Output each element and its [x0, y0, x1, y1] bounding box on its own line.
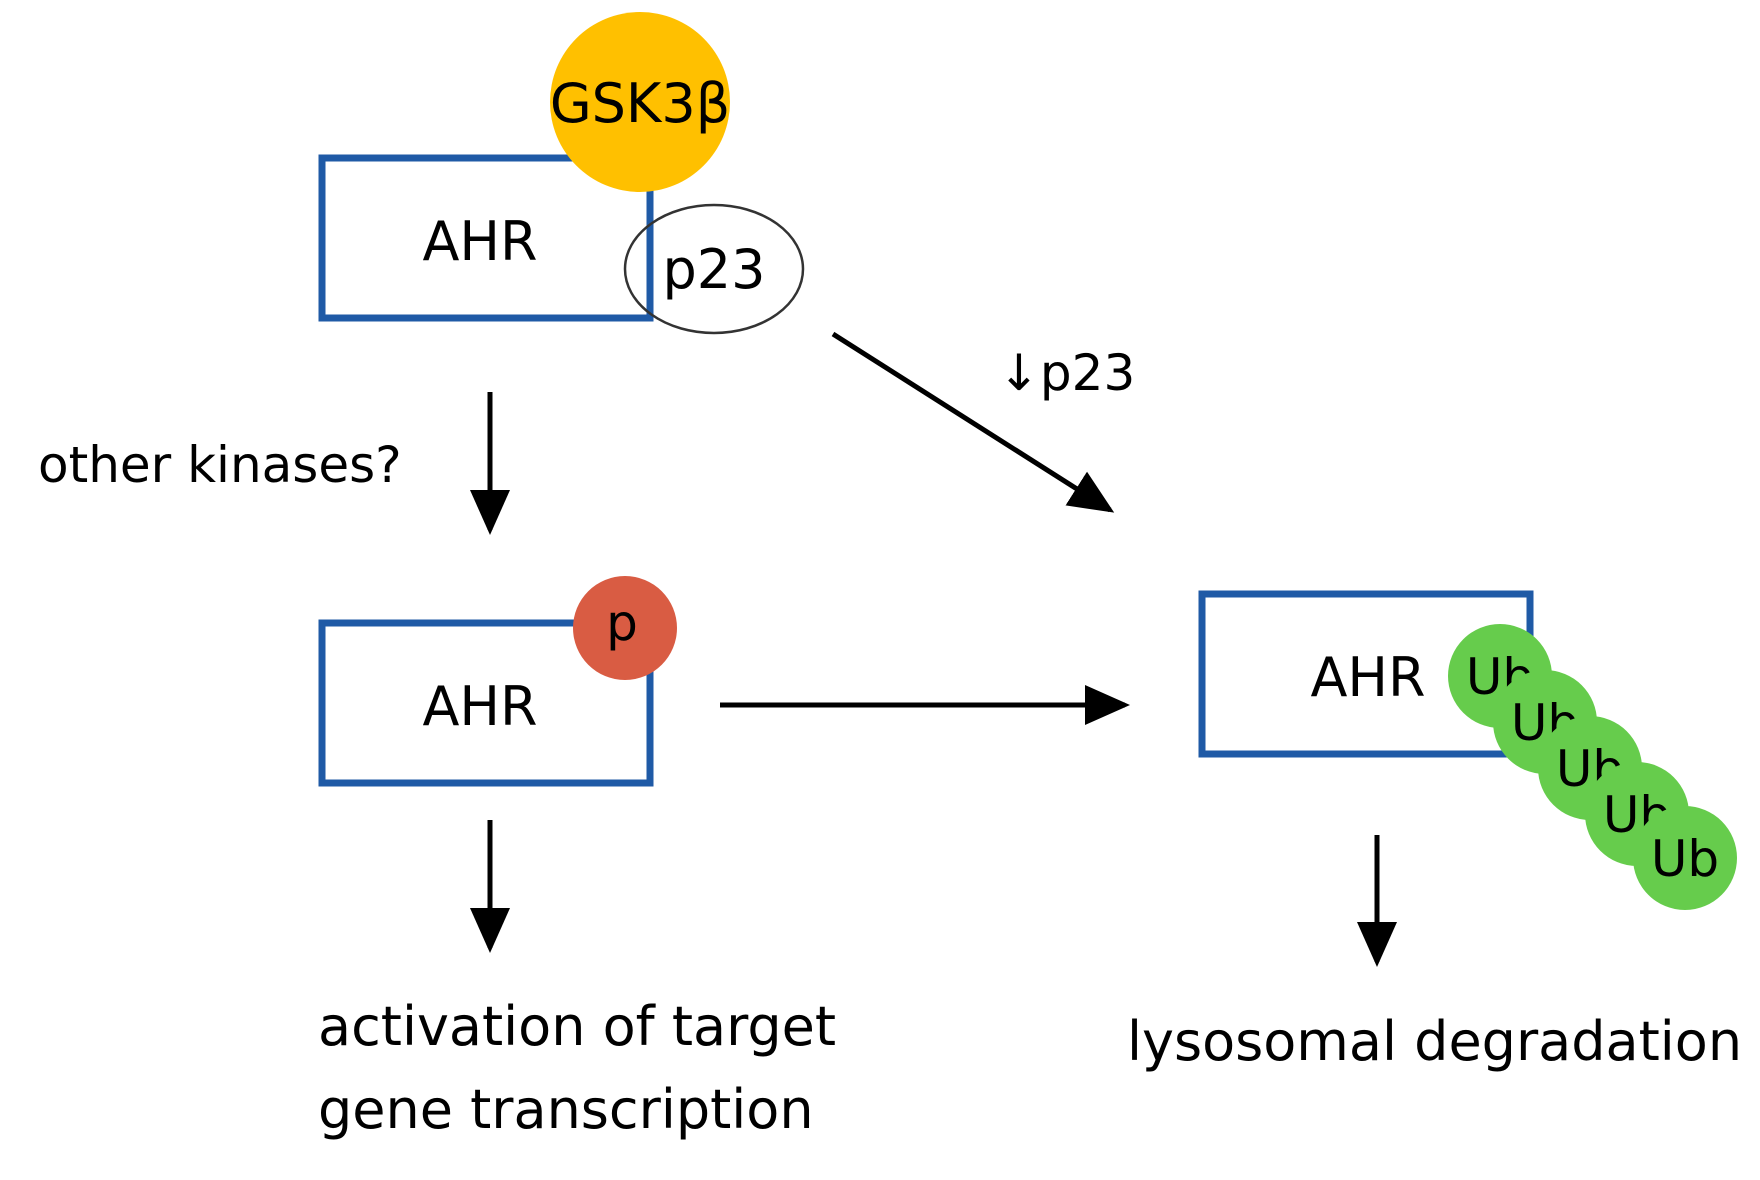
- transcription-outcome-line2: gene transcription: [318, 1078, 814, 1141]
- phospho-label: p: [606, 594, 638, 652]
- phospho-ahr: AHR p: [318, 576, 677, 787]
- p23-label: p23: [663, 238, 766, 301]
- other-kinases-label: other kinases?: [38, 436, 402, 494]
- degradation-outcome: lysosomal degradation: [1127, 1010, 1742, 1073]
- top-ahr-label: AHR: [422, 210, 537, 273]
- ub-node-5: [1633, 806, 1737, 910]
- ub-ahr-label: AHR: [1310, 646, 1425, 709]
- phospho-node: [573, 576, 677, 680]
- ubiquitinated-ahr: AHR Ub Ub Ub Ub Ub: [1198, 590, 1737, 910]
- gsk3b-label: GSK3β: [550, 72, 730, 135]
- transcription-outcome-line1: activation of target: [318, 995, 836, 1058]
- top-ahr-box: [318, 154, 654, 322]
- phospho-ahr-label: AHR: [422, 675, 537, 738]
- top-ahr-complex: AHR GSK3β p23: [318, 12, 805, 335]
- p23-node: [623, 203, 805, 335]
- gsk3b-node: [550, 12, 730, 192]
- p23-down-label: ↓p23: [998, 344, 1135, 402]
- ub-label-5: Ub: [1651, 830, 1719, 888]
- arrow-p23-down: [831, 331, 1115, 513]
